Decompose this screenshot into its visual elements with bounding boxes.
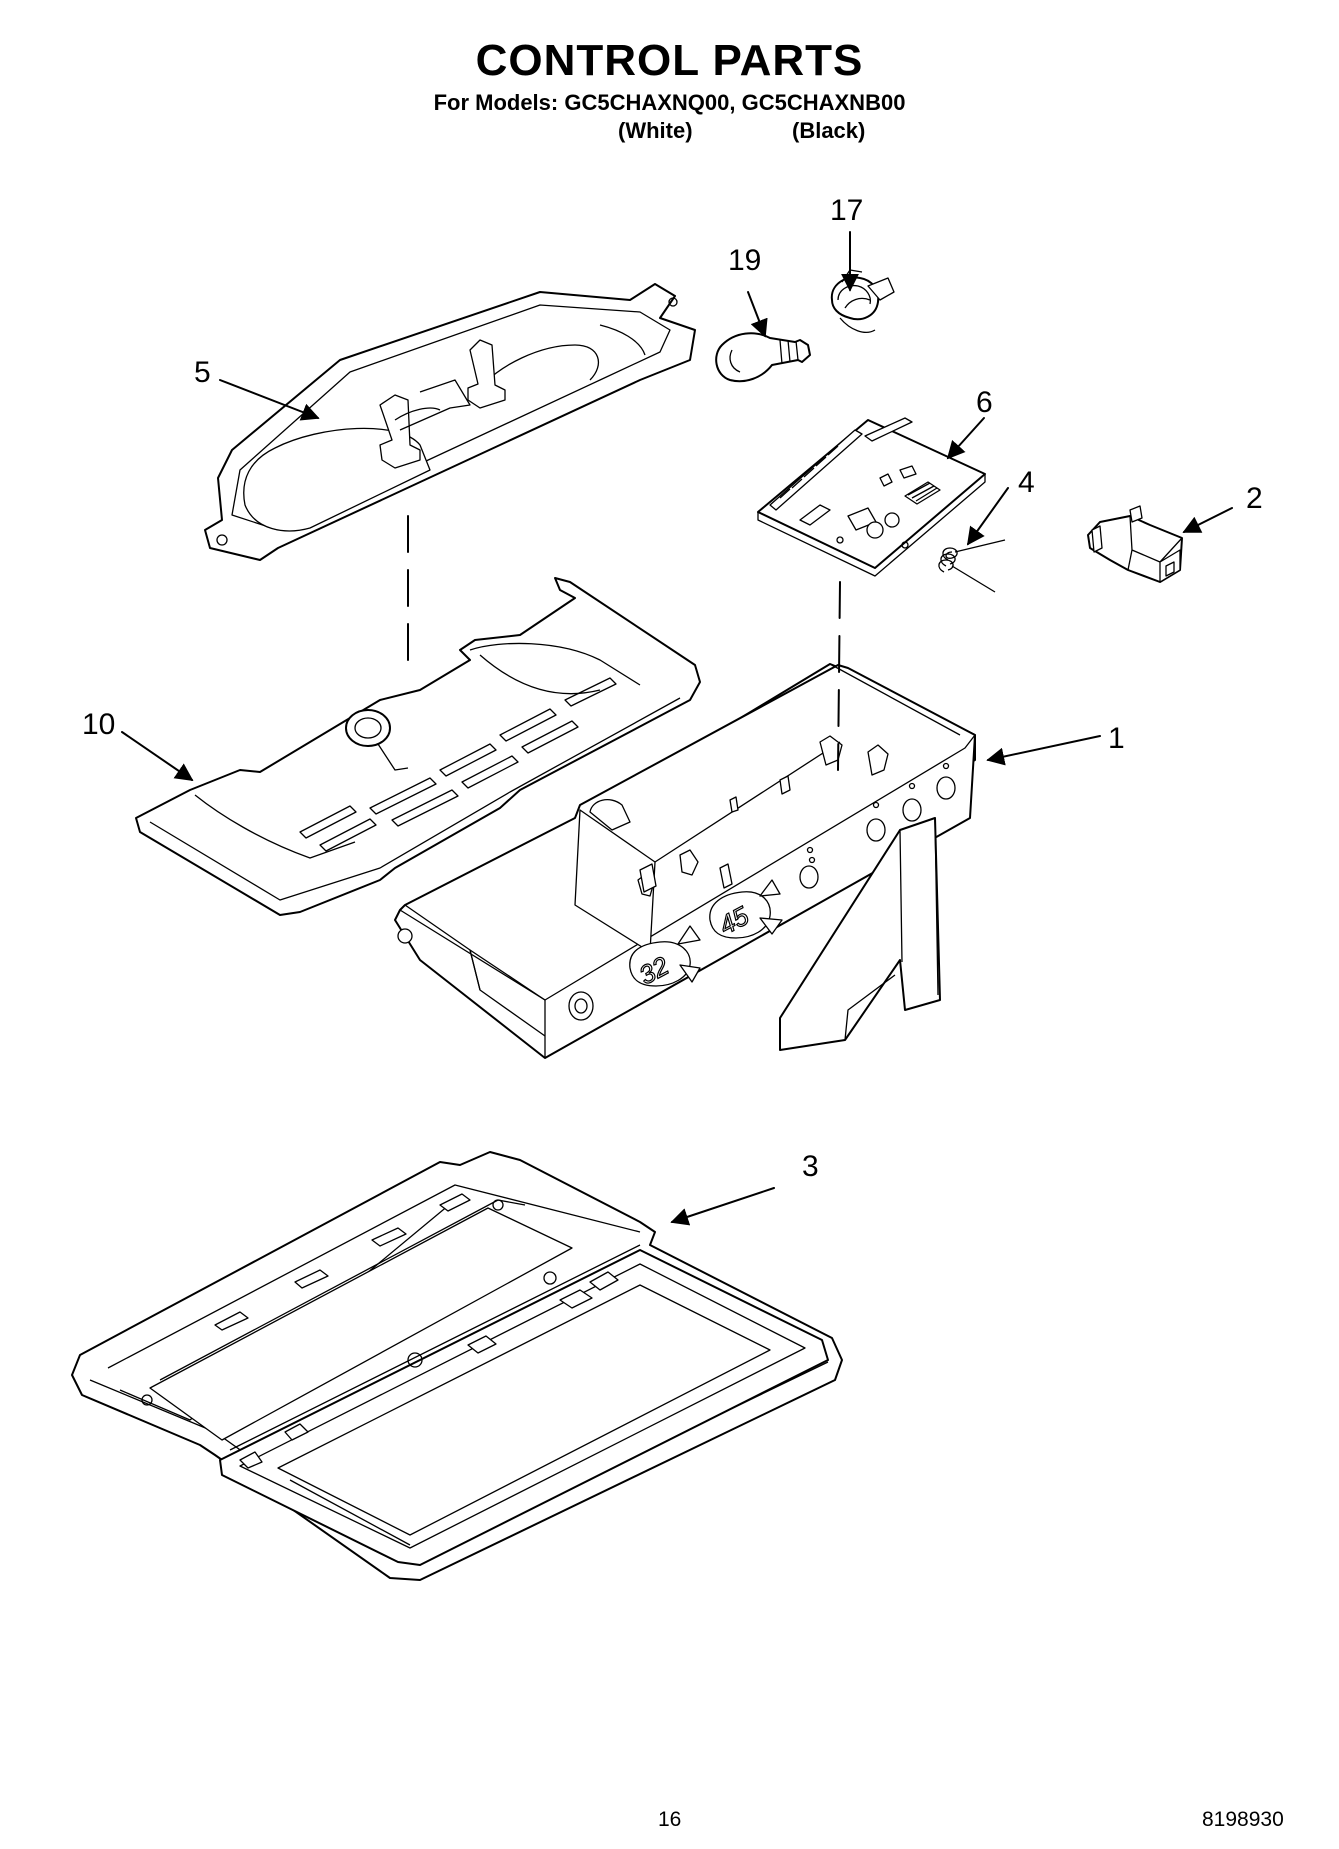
- part-10-tray: [135, 577, 701, 916]
- part-19-light-bulb: [715, 332, 811, 383]
- models-line: For Models: GC5CHAXNQ00, GC5CHAXNB00: [433, 90, 906, 115]
- page-number: 16: [658, 1808, 682, 1831]
- part-3-frame: [71, 1151, 843, 1581]
- callout-6: 6: [976, 386, 993, 419]
- leader-5: [219, 379, 320, 421]
- leader-10: [121, 731, 194, 782]
- callout-19: 19: [728, 244, 761, 277]
- leader-19: [747, 291, 768, 338]
- variant-white-label: (White): [618, 118, 693, 143]
- callout-4: 4: [1018, 466, 1035, 499]
- leader-1: [986, 735, 1101, 766]
- callout-2: 2: [1246, 482, 1263, 515]
- part-1-control-housing: 32 45: [394, 663, 976, 1059]
- leader-4: [966, 487, 1009, 546]
- variant-black-label: (Black): [792, 118, 866, 143]
- leader-6: [946, 417, 985, 460]
- part-17-lamp-socket: [830, 269, 895, 333]
- assembly-line-6-1: [837, 581, 841, 771]
- callout-17: 17: [830, 194, 863, 227]
- callout-3: 3: [802, 1150, 819, 1183]
- leader-2: [1182, 507, 1233, 533]
- page-title: CONTROL PARTS: [475, 36, 864, 85]
- callout-1: 1: [1108, 722, 1125, 755]
- document-number: 8198930: [1202, 1808, 1284, 1831]
- leader-3: [670, 1187, 775, 1226]
- callout-10: 10: [82, 708, 115, 741]
- part-5-light-cover: [204, 283, 696, 561]
- part-6-control-board: [757, 417, 986, 577]
- part-4-spring: [938, 539, 1006, 593]
- part-2-switch: [1087, 505, 1183, 583]
- callout-5: 5: [194, 356, 211, 389]
